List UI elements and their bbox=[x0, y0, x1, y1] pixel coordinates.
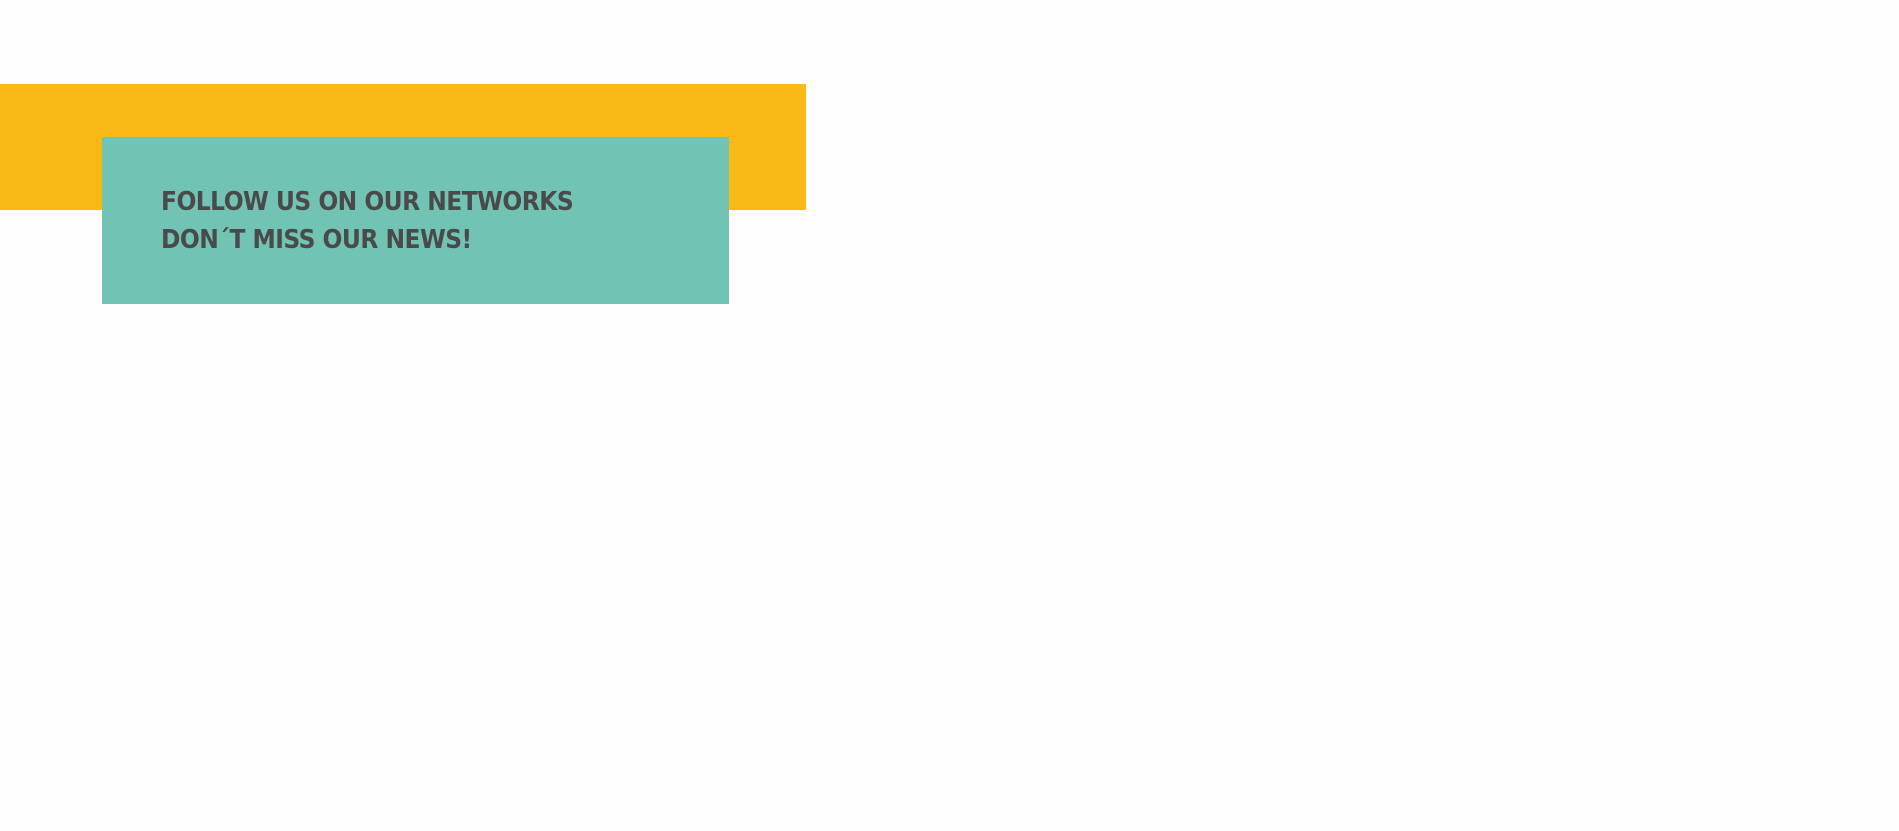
follow-us-heading: FOLLOW US ON OUR NETWORKS DON´T MISS OUR… bbox=[161, 183, 574, 259]
news-line: DON´T MISS OUR NEWS! bbox=[161, 225, 472, 255]
follow-us-line: FOLLOW US ON OUR NETWORKS bbox=[161, 187, 574, 217]
follow-us-card: FOLLOW US ON OUR NETWORKS DON´T MISS OUR… bbox=[102, 137, 729, 304]
